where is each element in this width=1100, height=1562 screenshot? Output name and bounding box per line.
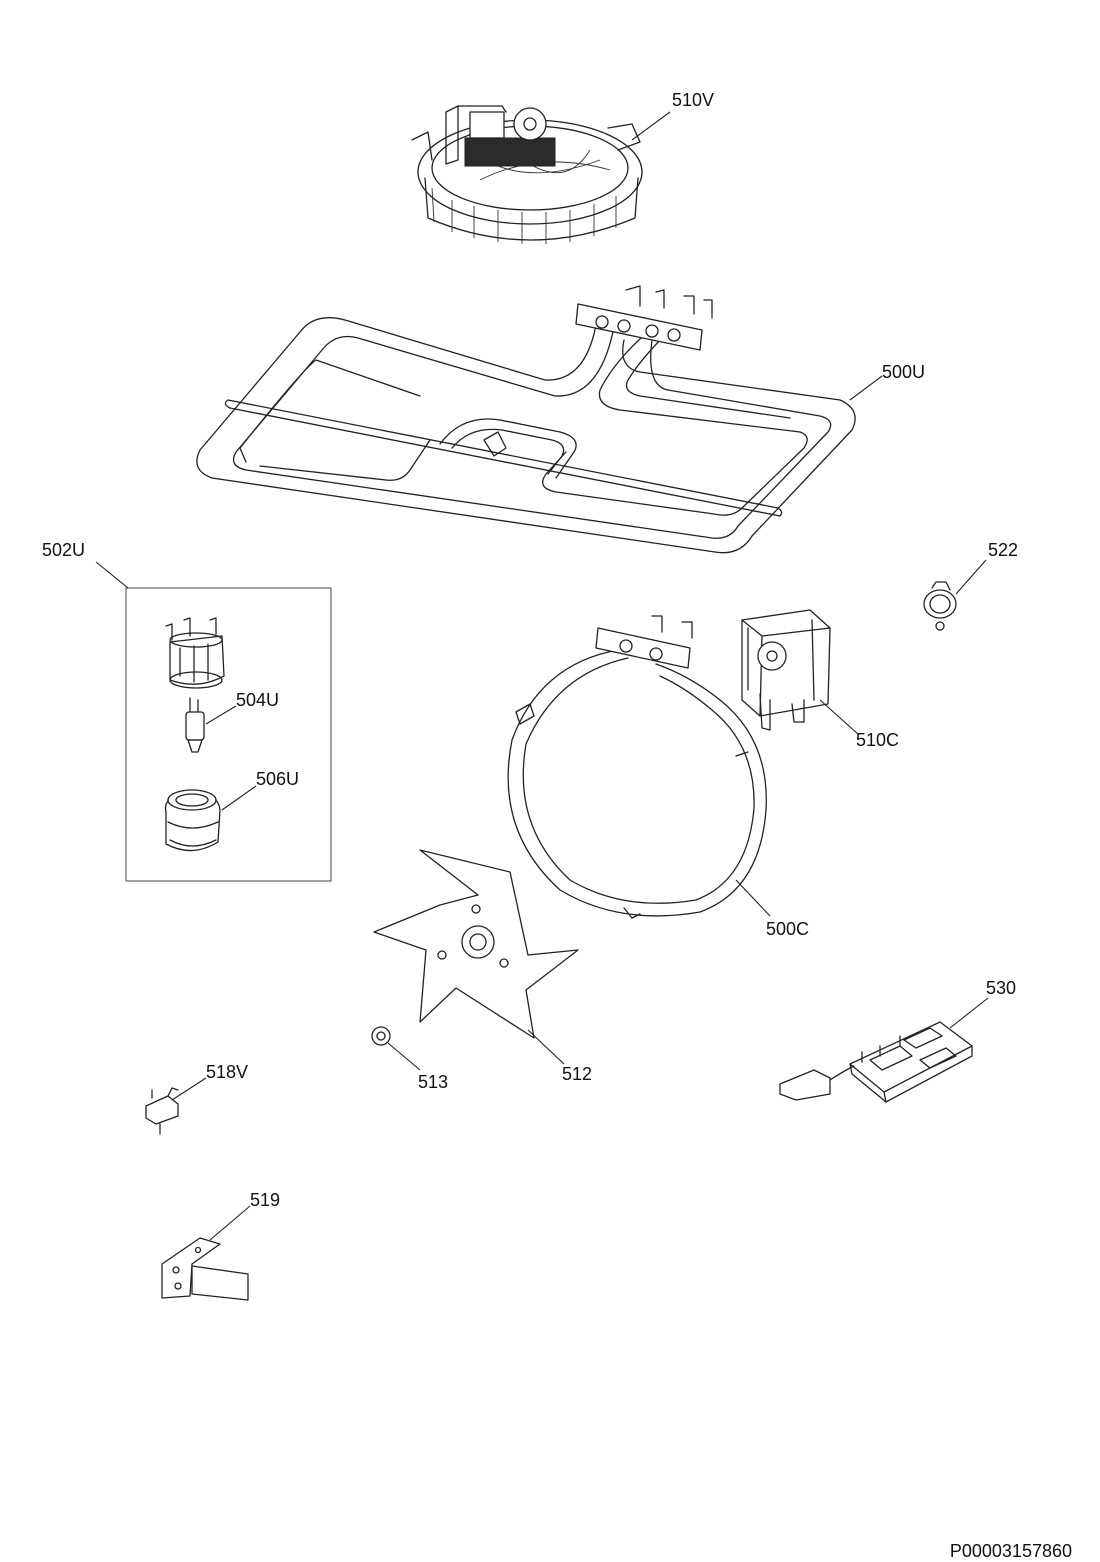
label-519: 519	[250, 1190, 280, 1210]
circular-element-drawing	[507, 615, 767, 919]
nut-drawing	[371, 1026, 391, 1046]
leader-500u	[849, 375, 883, 401]
label-510c: 510C	[856, 730, 899, 750]
leader-512	[527, 1029, 565, 1065]
lamp-kit-frame	[125, 587, 332, 882]
leader-502u	[95, 561, 129, 589]
label-502u: 502U	[42, 540, 85, 560]
label-512: 512	[562, 1064, 592, 1084]
label-513: 513	[418, 1072, 448, 1092]
fan-motor-assembly-drawing	[411, 105, 643, 244]
lamp-bulb-drawing	[185, 697, 205, 753]
label-506u: 506U	[256, 769, 299, 789]
clip-drawing	[923, 581, 957, 631]
leader-519	[209, 1205, 251, 1241]
label-522: 522	[988, 540, 1018, 560]
upper-heating-element-drawing	[196, 285, 856, 554]
label-504u: 504U	[236, 690, 279, 710]
bracket-drawing	[161, 1237, 249, 1301]
thermal-cutout-drawing	[145, 1087, 179, 1135]
leader-500c	[735, 879, 771, 917]
leader-518v	[171, 1077, 207, 1101]
fan-blade-drawing	[373, 849, 579, 1039]
label-530: 530	[986, 978, 1016, 998]
leader-530	[949, 997, 989, 1029]
leader-513	[387, 1042, 421, 1071]
leader-506u	[221, 785, 257, 811]
lamp-holder-drawing	[165, 617, 225, 689]
leader-510c	[819, 699, 859, 735]
label-510v: 510V	[672, 90, 714, 110]
leader-510v	[631, 111, 671, 141]
leader-504u	[205, 705, 237, 725]
document-id: P00003157860	[949, 1541, 1072, 1561]
cooling-fan-motor-drawing	[741, 609, 831, 731]
control-board-drawing	[779, 1021, 973, 1103]
label-500c: 500C	[766, 919, 809, 939]
label-500u: 500U	[882, 362, 925, 382]
leader-522	[955, 559, 987, 595]
lamp-cover-drawing	[164, 789, 221, 852]
label-518v: 518V	[206, 1062, 248, 1082]
